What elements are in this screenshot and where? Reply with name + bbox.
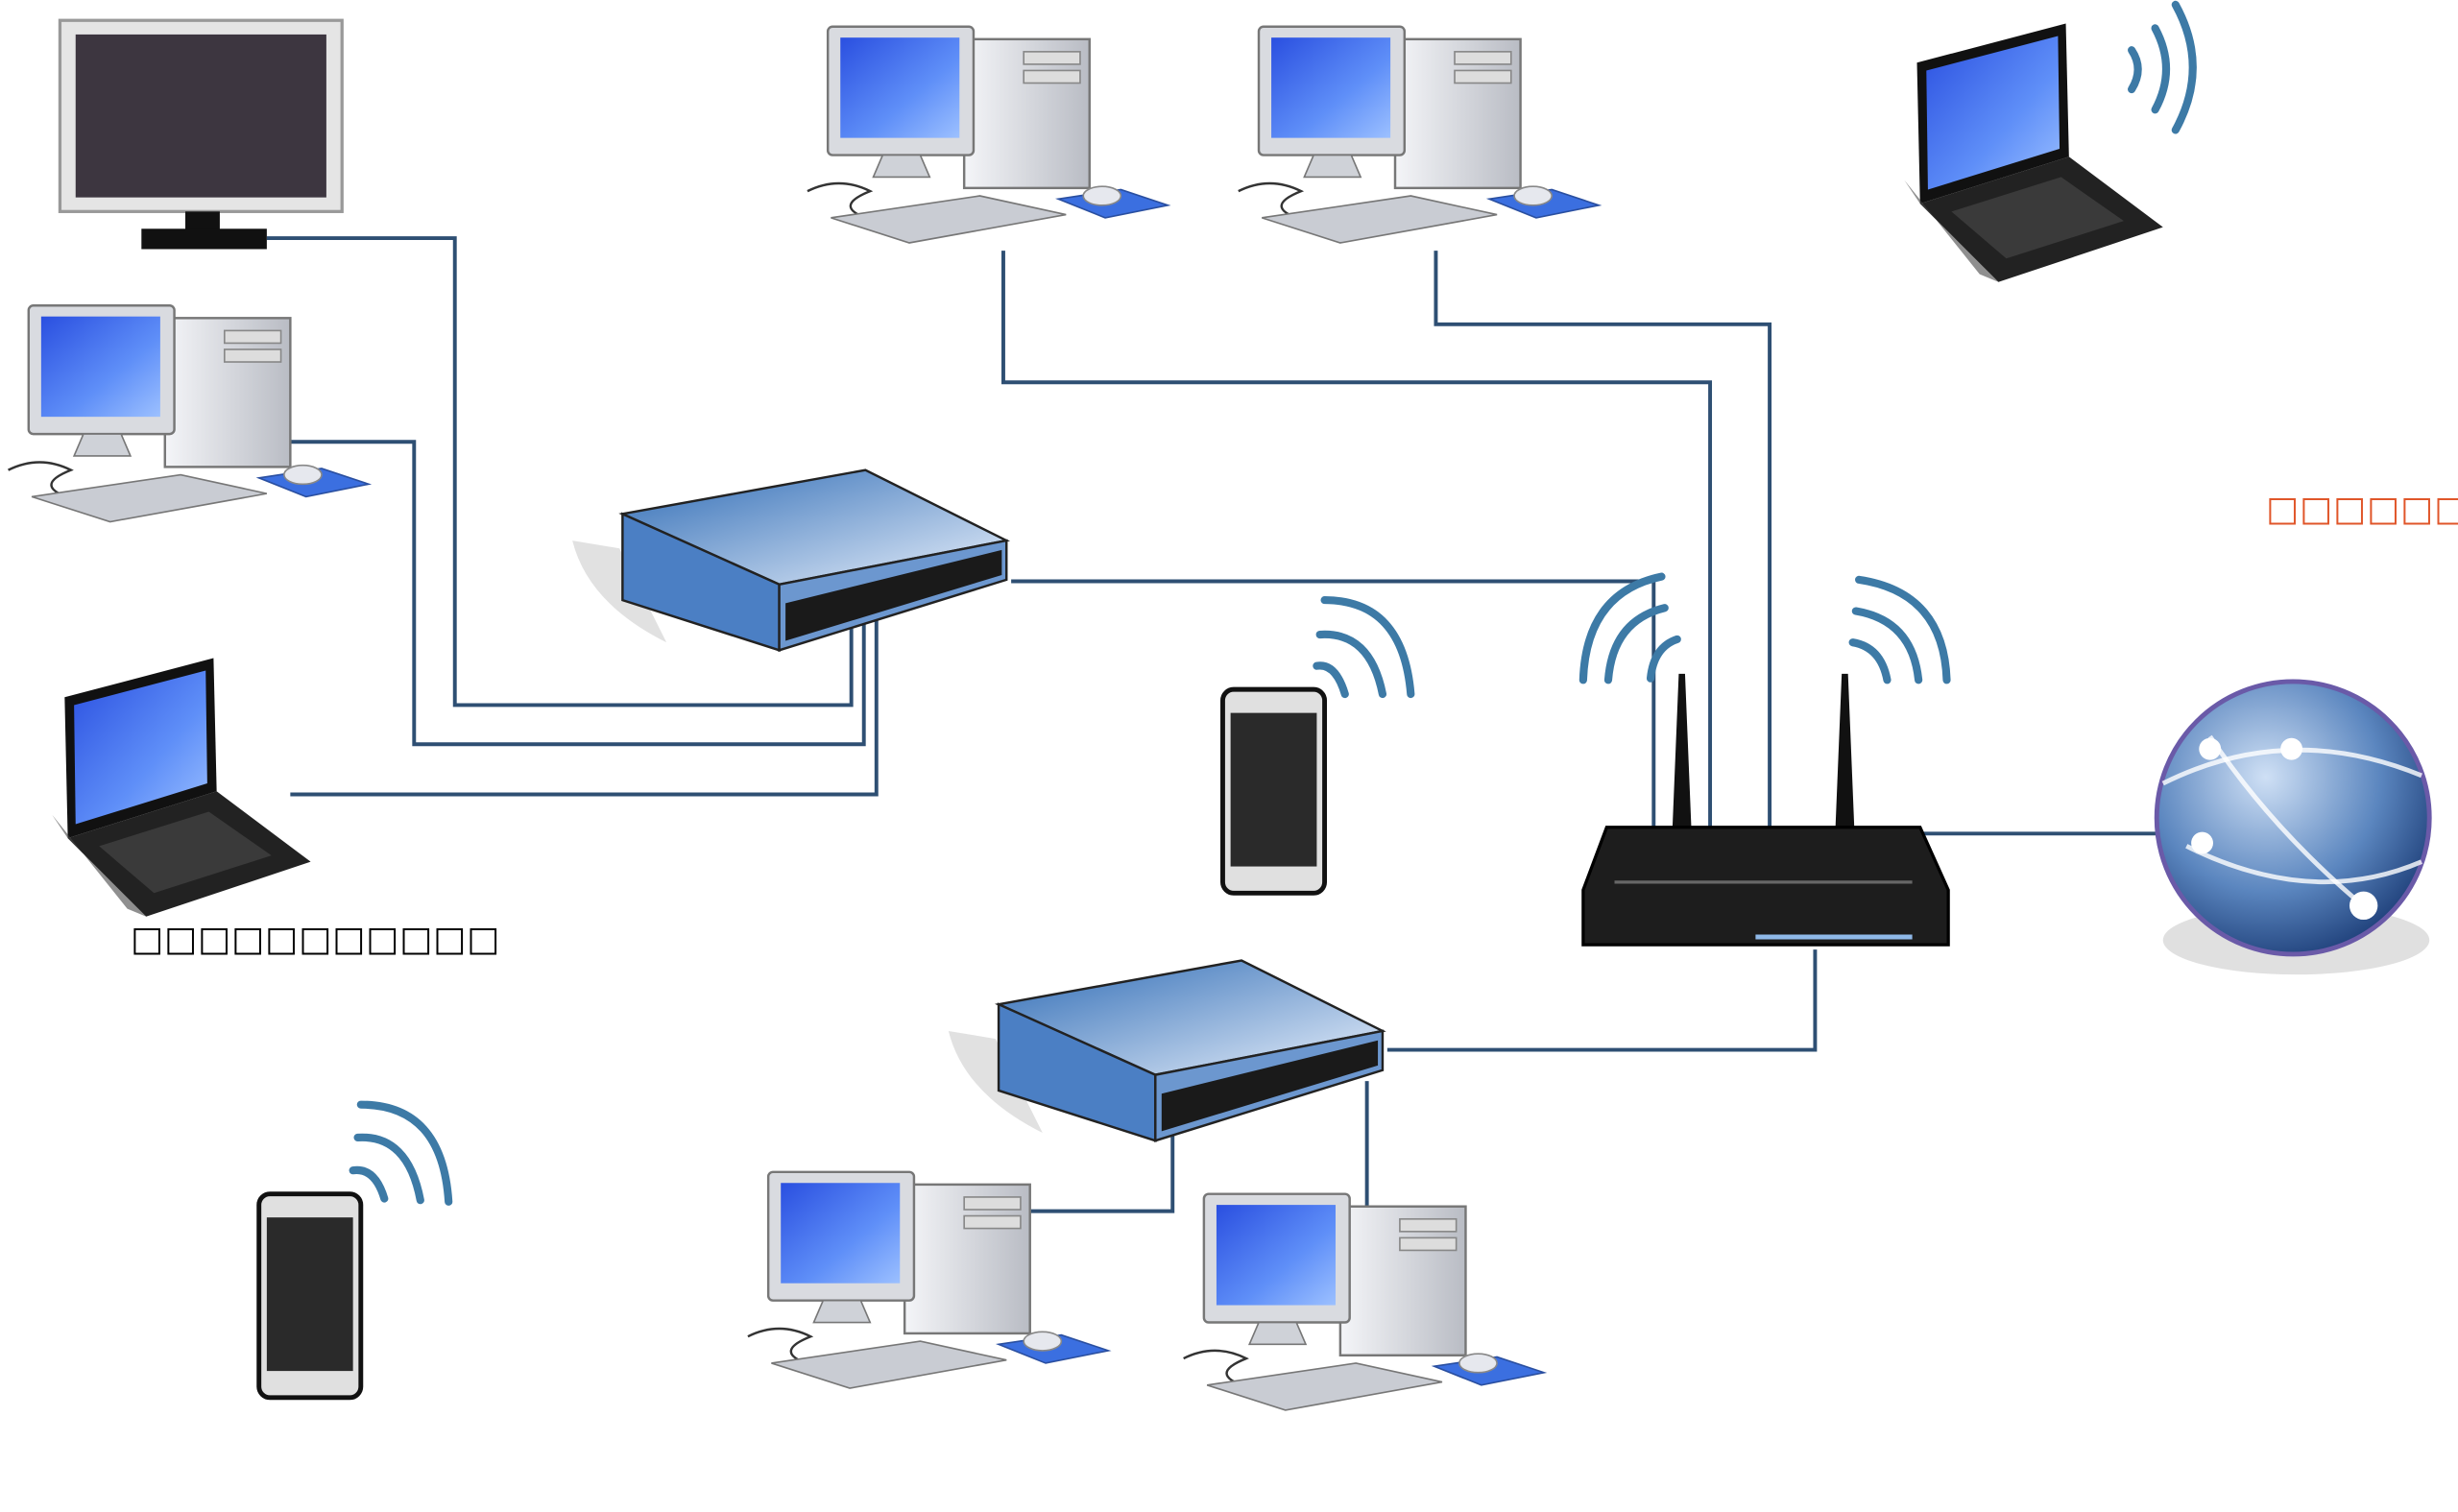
laptop-icon [1904,23,2163,282]
wifi-signal-icon [349,1100,453,1206]
monitor-icon [58,18,344,250]
cable-pc-switch [290,440,866,747]
desktop-pc-icon [1182,1192,1546,1412]
cable-pc-top1-router [1001,251,1713,828]
cable-monitor-switch [266,236,854,708]
desktop-pc-icon [1237,25,1601,245]
internet-label: □□□□□□□□□ [2266,490,2458,529]
desktop-pc-icon [746,1170,1110,1390]
laptop-icon [52,658,311,917]
cable-switch2-pc-bottom1 [1002,1116,1175,1213]
wifi-signal-icon [1848,575,1951,684]
network-switch-icon [947,959,1385,1142]
wireless-router-icon [1581,673,1950,947]
wifi-signal-icon [2128,0,2197,134]
smartphone-icon [1222,689,1324,893]
network-switch-icon [570,468,1008,652]
internet-globe-icon [2154,679,2432,975]
wifi-signal-icon [1578,572,1681,684]
wifi-signal-icon [1313,596,1415,699]
desktop-pc-icon [7,304,371,523]
cable-switch-router [1011,579,1656,828]
cable-laptop-switch [290,611,879,797]
smartphone-icon [259,1194,361,1398]
desktop-pc-icon [806,25,1169,245]
network-cables [266,236,2160,1223]
laptop-label: □□□□□□□□□□□ [131,920,501,959]
cable-router-switch2 [1386,949,1818,1052]
cable-pc-top2-router [1434,251,1772,828]
